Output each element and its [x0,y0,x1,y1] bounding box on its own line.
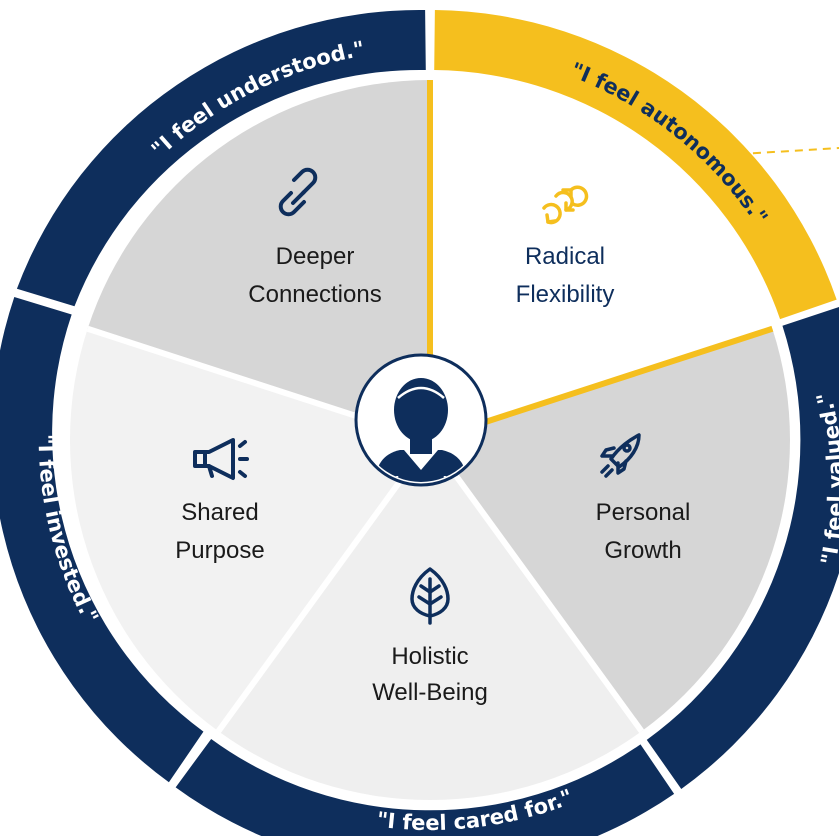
segment-personal-growth [430,328,791,732]
label-deeper-connections-line2: Connections [248,281,381,308]
leaf-icon [410,567,450,625]
chain-link-icon [278,167,318,217]
ring-segment-understood [16,9,426,307]
ring-segment-valued [646,306,839,789]
segment-shared-purpose [69,328,430,732]
label-personal-growth-line2: Growth [604,537,681,564]
ring-segment-autonomous [434,10,837,320]
rocket-icon [600,433,641,478]
segment-deeper-connections [87,80,431,440]
label-shared-purpose-line1: Shared [181,499,258,526]
callout-dashed-line [724,147,839,156]
label-deeper-connections-line1: Deeper [276,243,355,270]
label-shared-purpose-line2: Purpose [175,537,264,564]
center-avatar [354,353,488,487]
megaphone-icon [193,438,249,480]
label-radical-flexibility-line2: Flexibility [516,281,615,308]
label-holistic-well-being-line2: Well-Being [372,679,488,706]
label-radical-flexibility-line1: Radical [525,243,605,270]
ring-segment-cared [175,738,675,836]
person-avatar-icon [371,378,471,482]
segment-radical-flexibility [430,80,773,440]
label-holistic-well-being-line1: Holistic [391,643,468,670]
segment-labels: Radical Flexibility Personal Growth Holi… [175,243,690,706]
outer-ring [0,9,839,836]
ring-segment-invested [0,296,204,783]
arrows-cycle-icon [542,185,589,225]
label-personal-growth-line1: Personal [596,499,691,526]
